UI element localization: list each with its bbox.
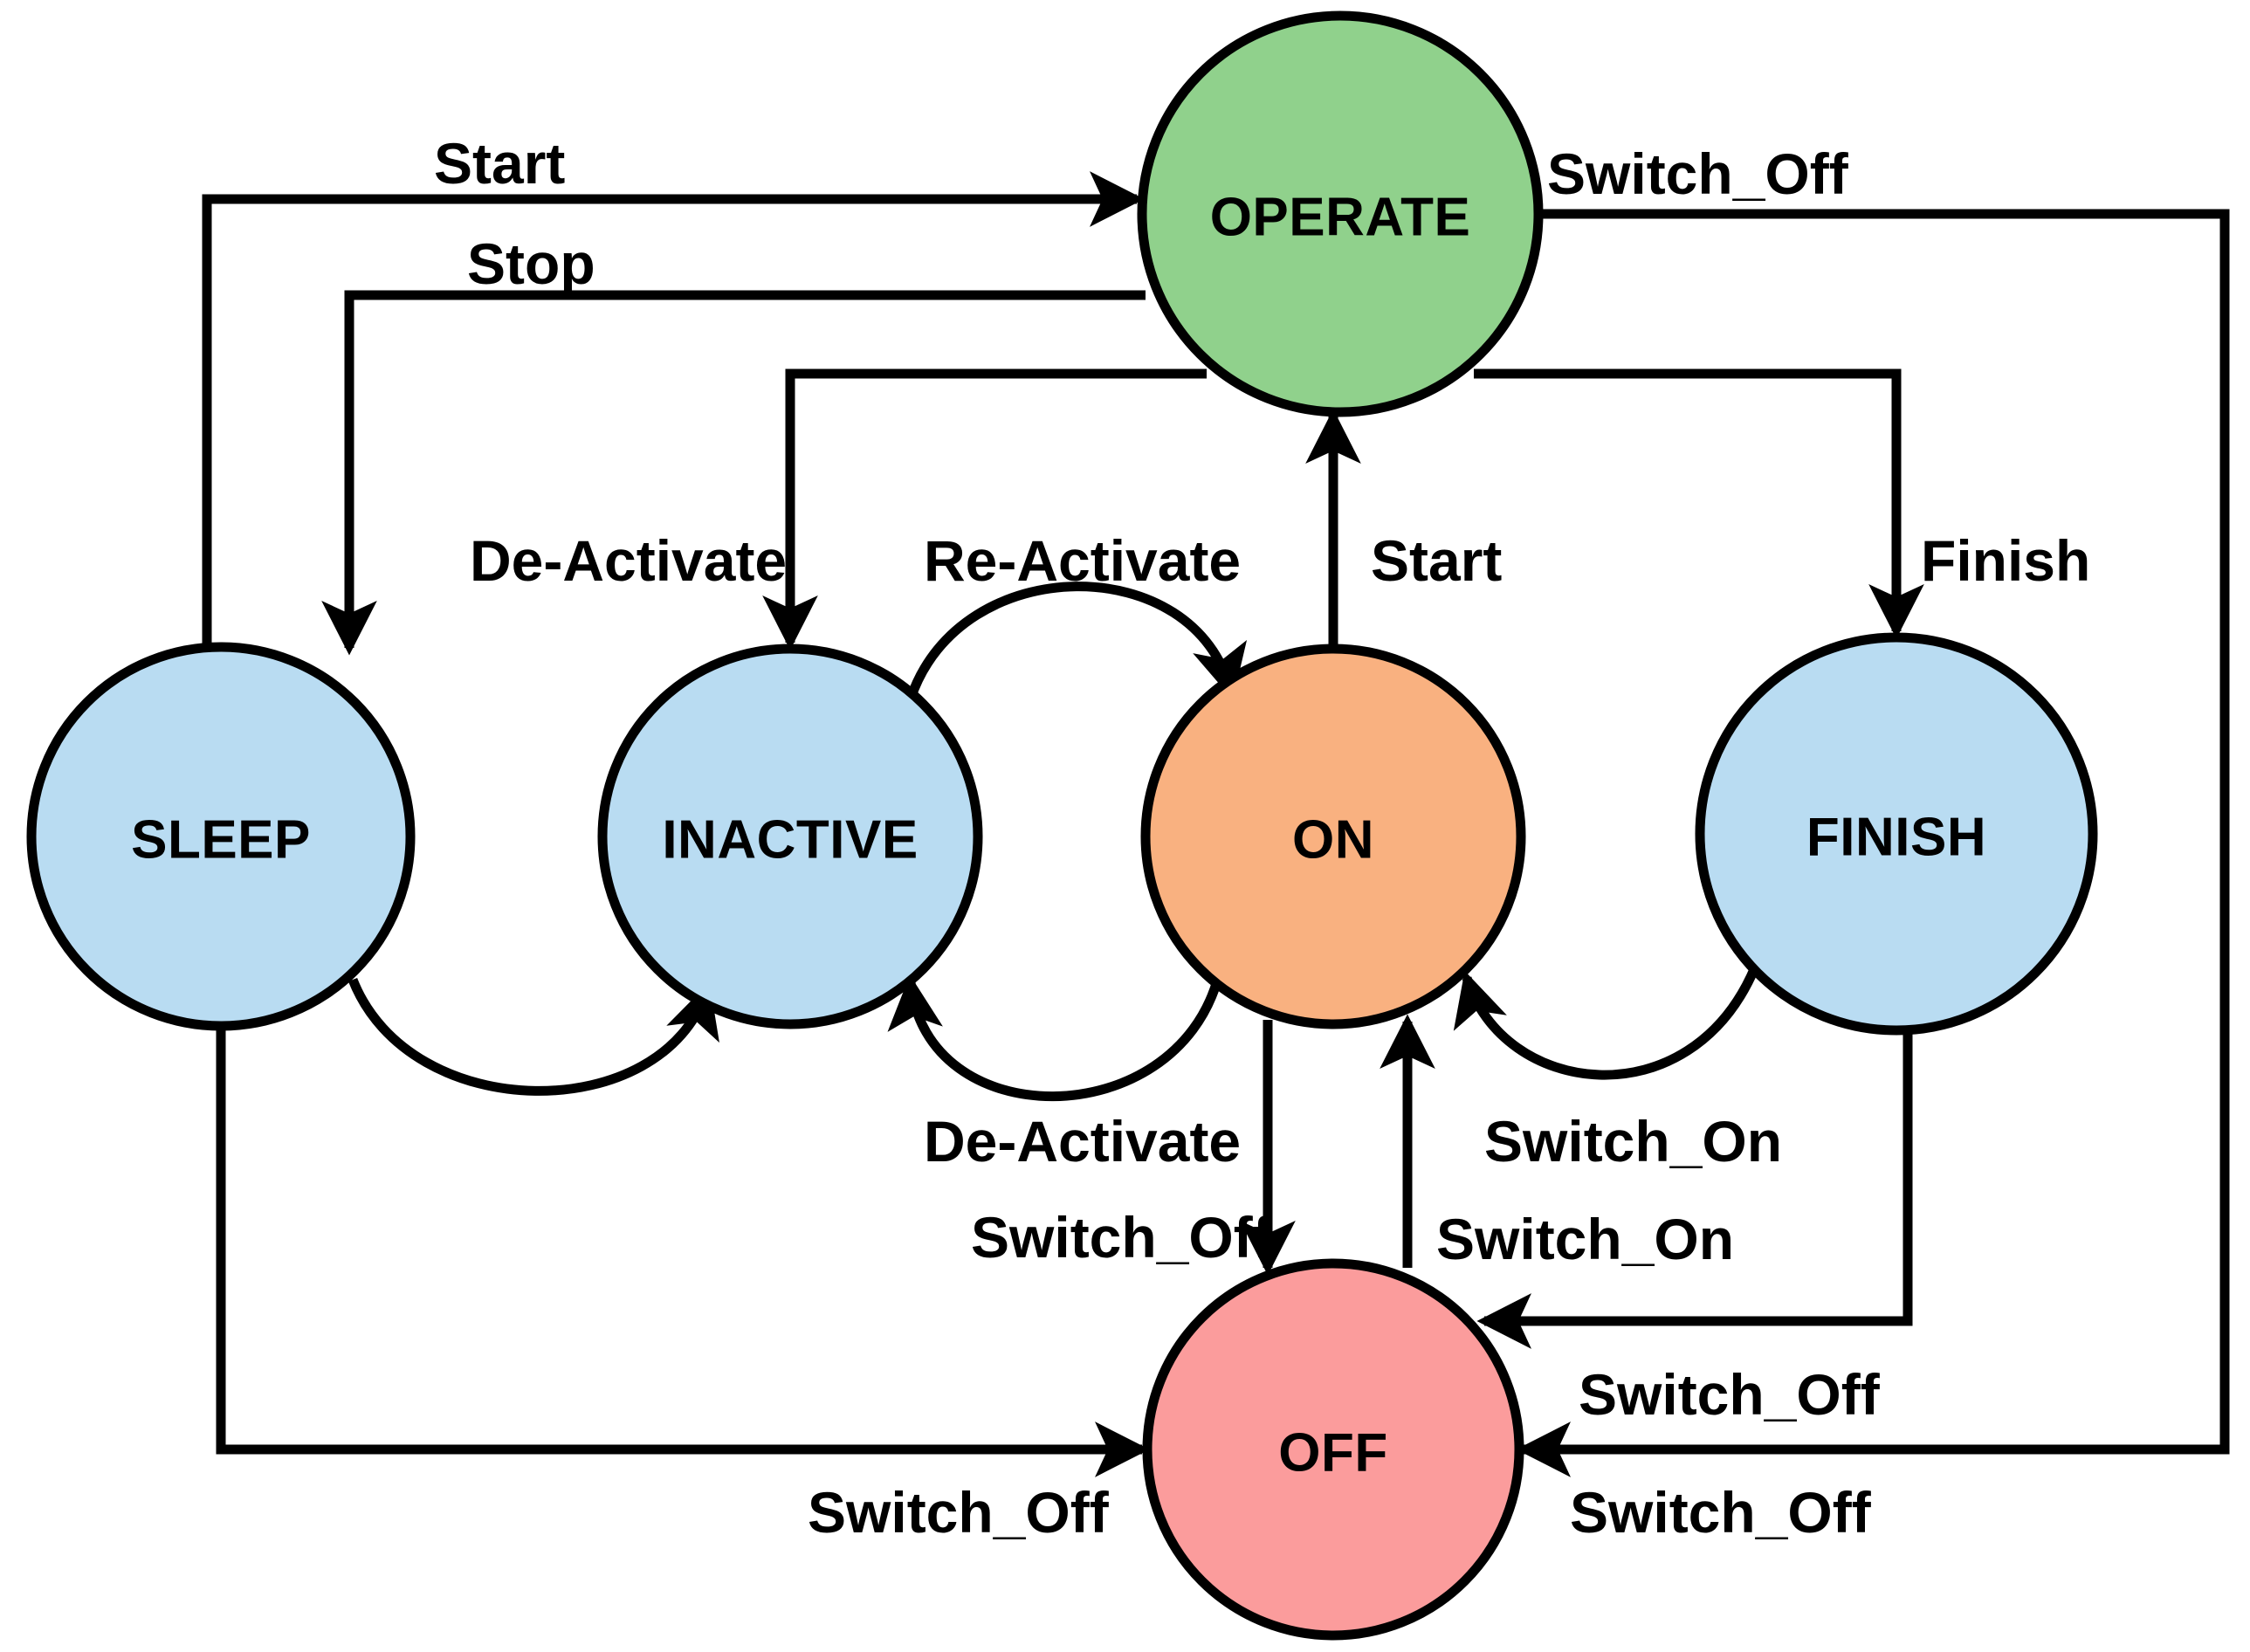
edge-on-to-inactive-curve — [887, 974, 1223, 1102]
edge-label-re-activate: Re-Activate — [924, 528, 1241, 593]
edge-sleep-to-off — [216, 1026, 1150, 1477]
edge-label-de-activate-2: De-Activate — [924, 1109, 1241, 1174]
edge-sleep-to-operate — [202, 171, 1145, 836]
state-node-finish[interactable]: FINISH — [1695, 632, 2098, 1036]
edge-label-stop: Stop — [467, 231, 595, 296]
state-node-sleep[interactable]: SLEEP — [26, 642, 416, 1031]
edge-label-switch-off-on: Switch_Off — [971, 1205, 1273, 1270]
edge-finish-to-on-curve — [1453, 965, 1760, 1080]
edge-label-switch-off-top: Switch_Off — [1547, 141, 1849, 206]
finish-circle[interactable] — [1695, 632, 2098, 1036]
edge-label-switch-on-right: Switch_On — [1484, 1109, 1782, 1174]
off-label: OFF — [1278, 1423, 1387, 1483]
on-circle[interactable] — [1140, 644, 1526, 1029]
state-node-on[interactable]: ON — [1140, 644, 1526, 1029]
edge-operate-to-sleep — [321, 290, 1146, 656]
edge-inactive-to-on-curve — [905, 582, 1247, 700]
inactive-circle[interactable] — [597, 644, 983, 1029]
on-label: ON — [1292, 810, 1374, 871]
edge-label-switch-on-off: Switch_On — [1436, 1207, 1734, 1271]
edge-label-start-mid: Start — [1371, 528, 1502, 593]
edge-finish-to-off — [1476, 1030, 1913, 1349]
edge-operate-to-inactive — [762, 368, 1207, 650]
edge-operate-to-off-outer — [1516, 209, 2230, 1477]
edge-label-switch-off-bottom: Switch_Off — [1570, 1480, 1872, 1545]
state-node-operate[interactable]: OPERATE — [1137, 10, 1544, 417]
operate-circle[interactable] — [1137, 10, 1544, 417]
edge-label-de-activate-1: De-Activate — [470, 528, 787, 593]
edge-label-switch-off-sleep: Switch_Off — [808, 1480, 1110, 1545]
sleep-circle[interactable] — [26, 642, 416, 1031]
inactive-label: INACTIVE — [662, 810, 918, 871]
finish-label: FINISH — [1806, 808, 1986, 868]
operate-label: OPERATE — [1210, 188, 1471, 248]
off-circle[interactable] — [1142, 1258, 1524, 1641]
edge-sleep-to-inactive-curve — [347, 977, 719, 1096]
state-node-inactive[interactable]: INACTIVE — [597, 644, 983, 1029]
sleep-label: SLEEP — [131, 810, 311, 871]
edge-label-start-top: Start — [434, 131, 565, 196]
edge-label-finish: Finish — [1921, 528, 2090, 593]
edge-label-switch-off-finish: Switch_Off — [1579, 1362, 1881, 1427]
edge-operate-to-finish — [1474, 368, 1924, 639]
state-node-off[interactable]: OFF — [1142, 1258, 1524, 1641]
